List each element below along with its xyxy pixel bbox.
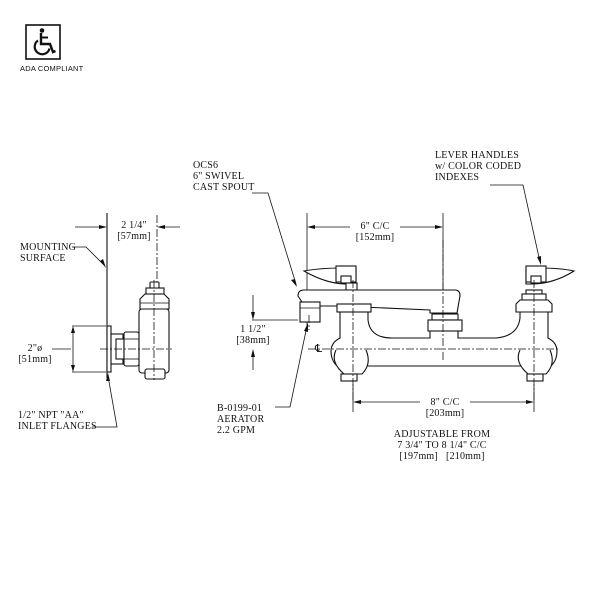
left-bonnet — [336, 303, 372, 313]
swivel-spout — [297, 289, 461, 314]
faucet-body — [330, 301, 558, 369]
centerline-symbol: ℄ — [315, 343, 323, 355]
side-view — [52, 213, 180, 428]
inlet-center-dimension-label: 8" C/C[203mm] — [425, 397, 465, 419]
height-dimension-label: 1 1/2"[38mm] — [236, 324, 270, 346]
front-view — [251, 184, 576, 412]
aerator — [299, 301, 321, 323]
inlet-flanges-label: 1/2" NPT "AA"INLET FLANGES — [18, 410, 97, 432]
swivel-nut — [427, 319, 463, 332]
ada-compliant-label: ADA COMPLIANT — [20, 64, 84, 73]
flange-diameter-label: 2"ø[51mm] — [18, 343, 52, 365]
depth-dimension-label: 2 1/4"[57mm] — [117, 220, 151, 242]
spout-center-dimension-label: 6" C/C[152mm] — [355, 221, 395, 243]
